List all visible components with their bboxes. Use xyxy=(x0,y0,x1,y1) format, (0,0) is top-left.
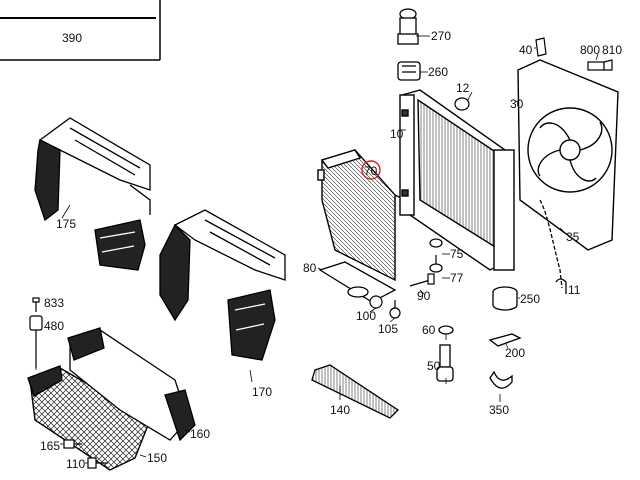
clamp-350[interactable] xyxy=(489,370,513,389)
label-40[interactable]: 40 xyxy=(519,43,533,57)
label-75[interactable]: 75 xyxy=(450,247,464,261)
label-810[interactable]: 810 xyxy=(602,43,622,57)
screw-105[interactable] xyxy=(389,300,401,319)
condenser[interactable] xyxy=(317,149,406,282)
label-260[interactable]: 260 xyxy=(428,65,448,79)
front-grille[interactable] xyxy=(27,365,151,471)
leader-lines xyxy=(35,35,599,464)
label-165[interactable]: 165 xyxy=(40,439,60,453)
label-35[interactable]: 35 xyxy=(566,230,580,244)
label-110[interactable]: 110 xyxy=(66,457,85,471)
label-77[interactable]: 77 xyxy=(450,271,464,285)
label-100[interactable]: 100 xyxy=(356,309,376,323)
plug-12[interactable] xyxy=(454,97,470,111)
seal-strip-140[interactable] xyxy=(311,364,400,419)
reference-box-390: 390 xyxy=(0,0,161,61)
label-105[interactable]: 105 xyxy=(378,322,398,336)
connector-800-810[interactable] xyxy=(587,59,613,71)
label-11[interactable]: 11 xyxy=(568,283,581,297)
part-labels: 270 260 12 10 40 800 810 30 35 11 70 175… xyxy=(40,29,622,471)
drain-tap-50[interactable] xyxy=(436,344,454,382)
washer-75[interactable] xyxy=(429,238,443,248)
label-80[interactable]: 80 xyxy=(303,261,317,275)
reference-box-label: 390 xyxy=(62,31,82,45)
expansion-cap[interactable] xyxy=(397,8,419,45)
label-90[interactable]: 90 xyxy=(417,289,431,303)
drain-plug-60[interactable] xyxy=(438,325,454,335)
label-175[interactable]: 175 xyxy=(56,217,76,231)
label-833[interactable]: 833 xyxy=(44,296,64,310)
bolt-90[interactable] xyxy=(409,273,435,287)
bracket-200[interactable] xyxy=(488,333,522,347)
bushing-250[interactable] xyxy=(492,286,518,311)
label-140[interactable]: 140 xyxy=(330,403,350,417)
screw-833[interactable] xyxy=(32,297,40,312)
label-30[interactable]: 30 xyxy=(510,97,524,111)
label-50[interactable]: 50 xyxy=(427,359,441,373)
label-350[interactable]: 350 xyxy=(489,403,509,417)
nut-77[interactable] xyxy=(429,255,443,273)
clip-40[interactable] xyxy=(535,37,547,57)
label-150[interactable]: 150 xyxy=(147,451,167,465)
label-60[interactable]: 60 xyxy=(422,323,436,337)
highlight-circle xyxy=(361,160,381,180)
dryer-cartridge[interactable] xyxy=(318,261,397,303)
air-duct-left[interactable] xyxy=(34,117,151,271)
bracket-260[interactable] xyxy=(397,61,421,81)
label-270[interactable]: 270 xyxy=(431,29,451,43)
fan-shroud[interactable] xyxy=(517,59,619,251)
label-10[interactable]: 10 xyxy=(390,127,404,141)
label-70[interactable]: 70 xyxy=(364,164,378,178)
label-12[interactable]: 12 xyxy=(456,81,470,95)
radiator[interactable] xyxy=(399,89,515,271)
label-800[interactable]: 800 xyxy=(580,43,600,57)
hose-11[interactable] xyxy=(539,199,567,294)
label-250[interactable]: 250 xyxy=(520,292,540,306)
clip-100[interactable] xyxy=(369,295,383,309)
label-200[interactable]: 200 xyxy=(505,346,525,360)
air-guide-160[interactable] xyxy=(67,327,196,442)
label-170[interactable]: 170 xyxy=(252,385,272,399)
air-duct-right[interactable] xyxy=(159,209,286,361)
label-480[interactable]: 480 xyxy=(44,319,64,333)
label-160[interactable]: 160 xyxy=(190,427,210,441)
